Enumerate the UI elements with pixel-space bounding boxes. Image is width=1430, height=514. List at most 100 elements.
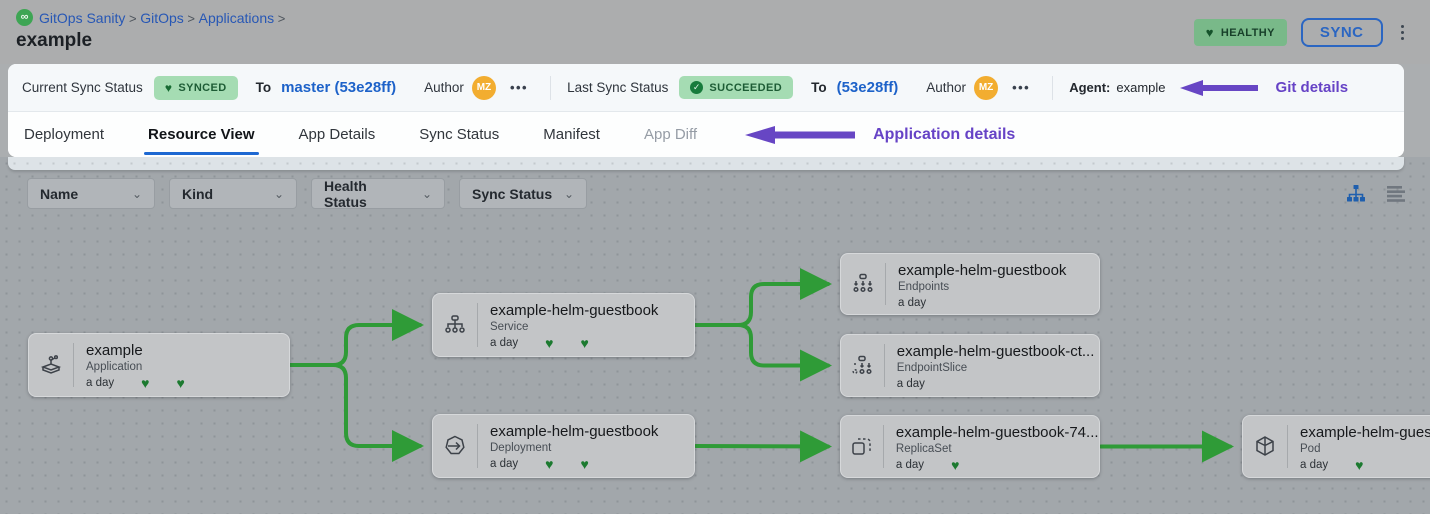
resource-node-replicaset[interactable]: example-helm-guestbook-74... ReplicaSet a … [840,415,1100,478]
list-view-icon[interactable] [1386,185,1406,203]
health-heart-icon: ♥ [580,456,589,472]
node-kind: Service [490,321,529,333]
node-age-row: a day ♥ ♥ [490,456,658,472]
breadcrumb: ∞ GitOps Sanity > GitOps > Applications … [16,9,285,26]
health-heart-icon: ♥ [176,375,185,391]
breadcrumb-link[interactable]: GitOps Sanity [39,9,126,26]
node-title: example-helm-guestbook [490,423,659,440]
author-avatar[interactable]: MZ [974,75,999,100]
node-kind: EndpointSlice [896,362,968,374]
node-title: example [86,342,143,359]
node-body: example-helm-guestbook-74... ReplicaSet a … [884,416,1099,477]
resource-filters: Name⌄Kind⌄Health Status⌄Sync Status⌄ [27,178,587,210]
divider [1052,75,1054,100]
node-kind: Pod [1300,443,1321,455]
node-age-row: a day♥♥ [490,335,658,351]
node-title: example-helm-guestbook [898,262,1067,279]
filter-label: Kind [182,185,214,202]
health-heart-icon: ♥ [1355,457,1364,473]
filter-kind[interactable]: Kind ⌄ [169,178,297,209]
breadcrumb-link[interactable]: GitOps [140,9,184,26]
node-age-row: a day♥ [896,457,1089,473]
author-label: Author [926,80,967,95]
app-header-card: Current Sync Status ♥ SYNCED To master (… [8,64,1404,157]
current-commit-link[interactable]: master (53e28ff) [281,79,397,96]
breadcrumb-separator: > [125,10,141,26]
author-avatar[interactable]: MZ [471,75,496,100]
agent-label: Agent: [1069,80,1111,95]
tab-sync-status[interactable]: Sync Status [419,126,500,143]
breadcrumb-separator: > [274,10,286,26]
health-heart-icon: ♥ [141,375,150,391]
chevron-down-icon: ⌄ [273,186,284,201]
chevron-down-icon: ⌄ [421,186,432,201]
health-heart-icon: ♥ [545,335,554,351]
filter-sync-status[interactable]: Sync Status ⌄ [459,178,587,209]
deployment-icon [433,424,478,468]
check-circle-icon: ✓ [690,81,704,94]
to-label: To [255,80,272,95]
agent-value: example [1116,80,1166,95]
application-icon [29,343,74,387]
service-icon [433,303,478,347]
sync-status-bar: Current Sync Status ♥ SYNCED To master (… [8,64,1404,112]
page-title: example [16,30,93,51]
health-heart-icon: ♥ [951,457,960,473]
endpoints-icon [841,263,886,305]
tab-deployment[interactable]: Deployment [24,126,105,143]
filter-name[interactable]: Name⌄ [27,178,155,209]
filter-label: Sync Status [472,185,553,202]
tab-app-details[interactable]: App Details [298,126,376,143]
more-options-icon[interactable]: ••• [1012,80,1031,95]
node-age-row: a day♥♥ [86,375,185,391]
node-title: example-helm-guestbook-74... [895,424,1099,441]
node-age: a day [896,378,925,390]
application-details-annotation: Application details [745,125,1015,145]
arrow-left-icon [745,125,856,144]
node-title: example-helm-guestbook-ct... [896,343,1095,360]
tab-manifest[interactable]: Manifest [543,126,600,143]
author-label: Author [424,80,464,95]
git-details-annotation: Git details [1179,79,1348,97]
node-kind: Deployment [490,442,552,454]
endpointslice-icon [841,344,885,387]
node-title: example-helm-guestbook [490,302,659,319]
health-status-label: HEALTHY [1220,26,1275,39]
node-age: a day [490,458,519,470]
more-options-icon[interactable]: ••• [509,80,529,95]
kebab-menu-icon[interactable] [1397,23,1409,43]
current-sync-status-label: Current Sync Status [22,80,143,95]
tab-app-diff[interactable]: App Diff [643,126,698,143]
heart-icon: ♥ [164,80,173,95]
health-heart-icon: ♥ [580,335,589,351]
last-sync-status-label: Last Sync Status [567,80,669,95]
pod-icon [1243,425,1288,468]
filter-health-status[interactable]: Health Status⌄ [311,178,445,210]
resource-node-endpointslice[interactable]: example-helm-guestbook-ct... EndpointSlic… [840,334,1100,397]
replicaset-icon [841,425,884,468]
last-commit-link[interactable]: (53e28ff) [836,79,899,96]
tab-resource-view[interactable]: Resource View [144,112,259,157]
breadcrumb-link[interactable]: Applications [198,9,275,26]
sync-button[interactable]: SYNC [1300,18,1383,47]
node-age: a day [1300,459,1329,471]
gitops-logo-icon: ∞ [16,9,33,26]
node-age-row: a day ♥ [1300,457,1430,473]
chevron-down-icon: ⌄ [563,186,574,201]
node-kind: ReplicaSet [895,443,952,455]
health-heart-icon: ♥ [545,456,554,472]
node-body: example-helm-guestbook-ct... EndpointSlic… [885,335,1099,396]
tree-view-icon[interactable] [1346,184,1366,204]
node-age: a day [898,297,927,309]
